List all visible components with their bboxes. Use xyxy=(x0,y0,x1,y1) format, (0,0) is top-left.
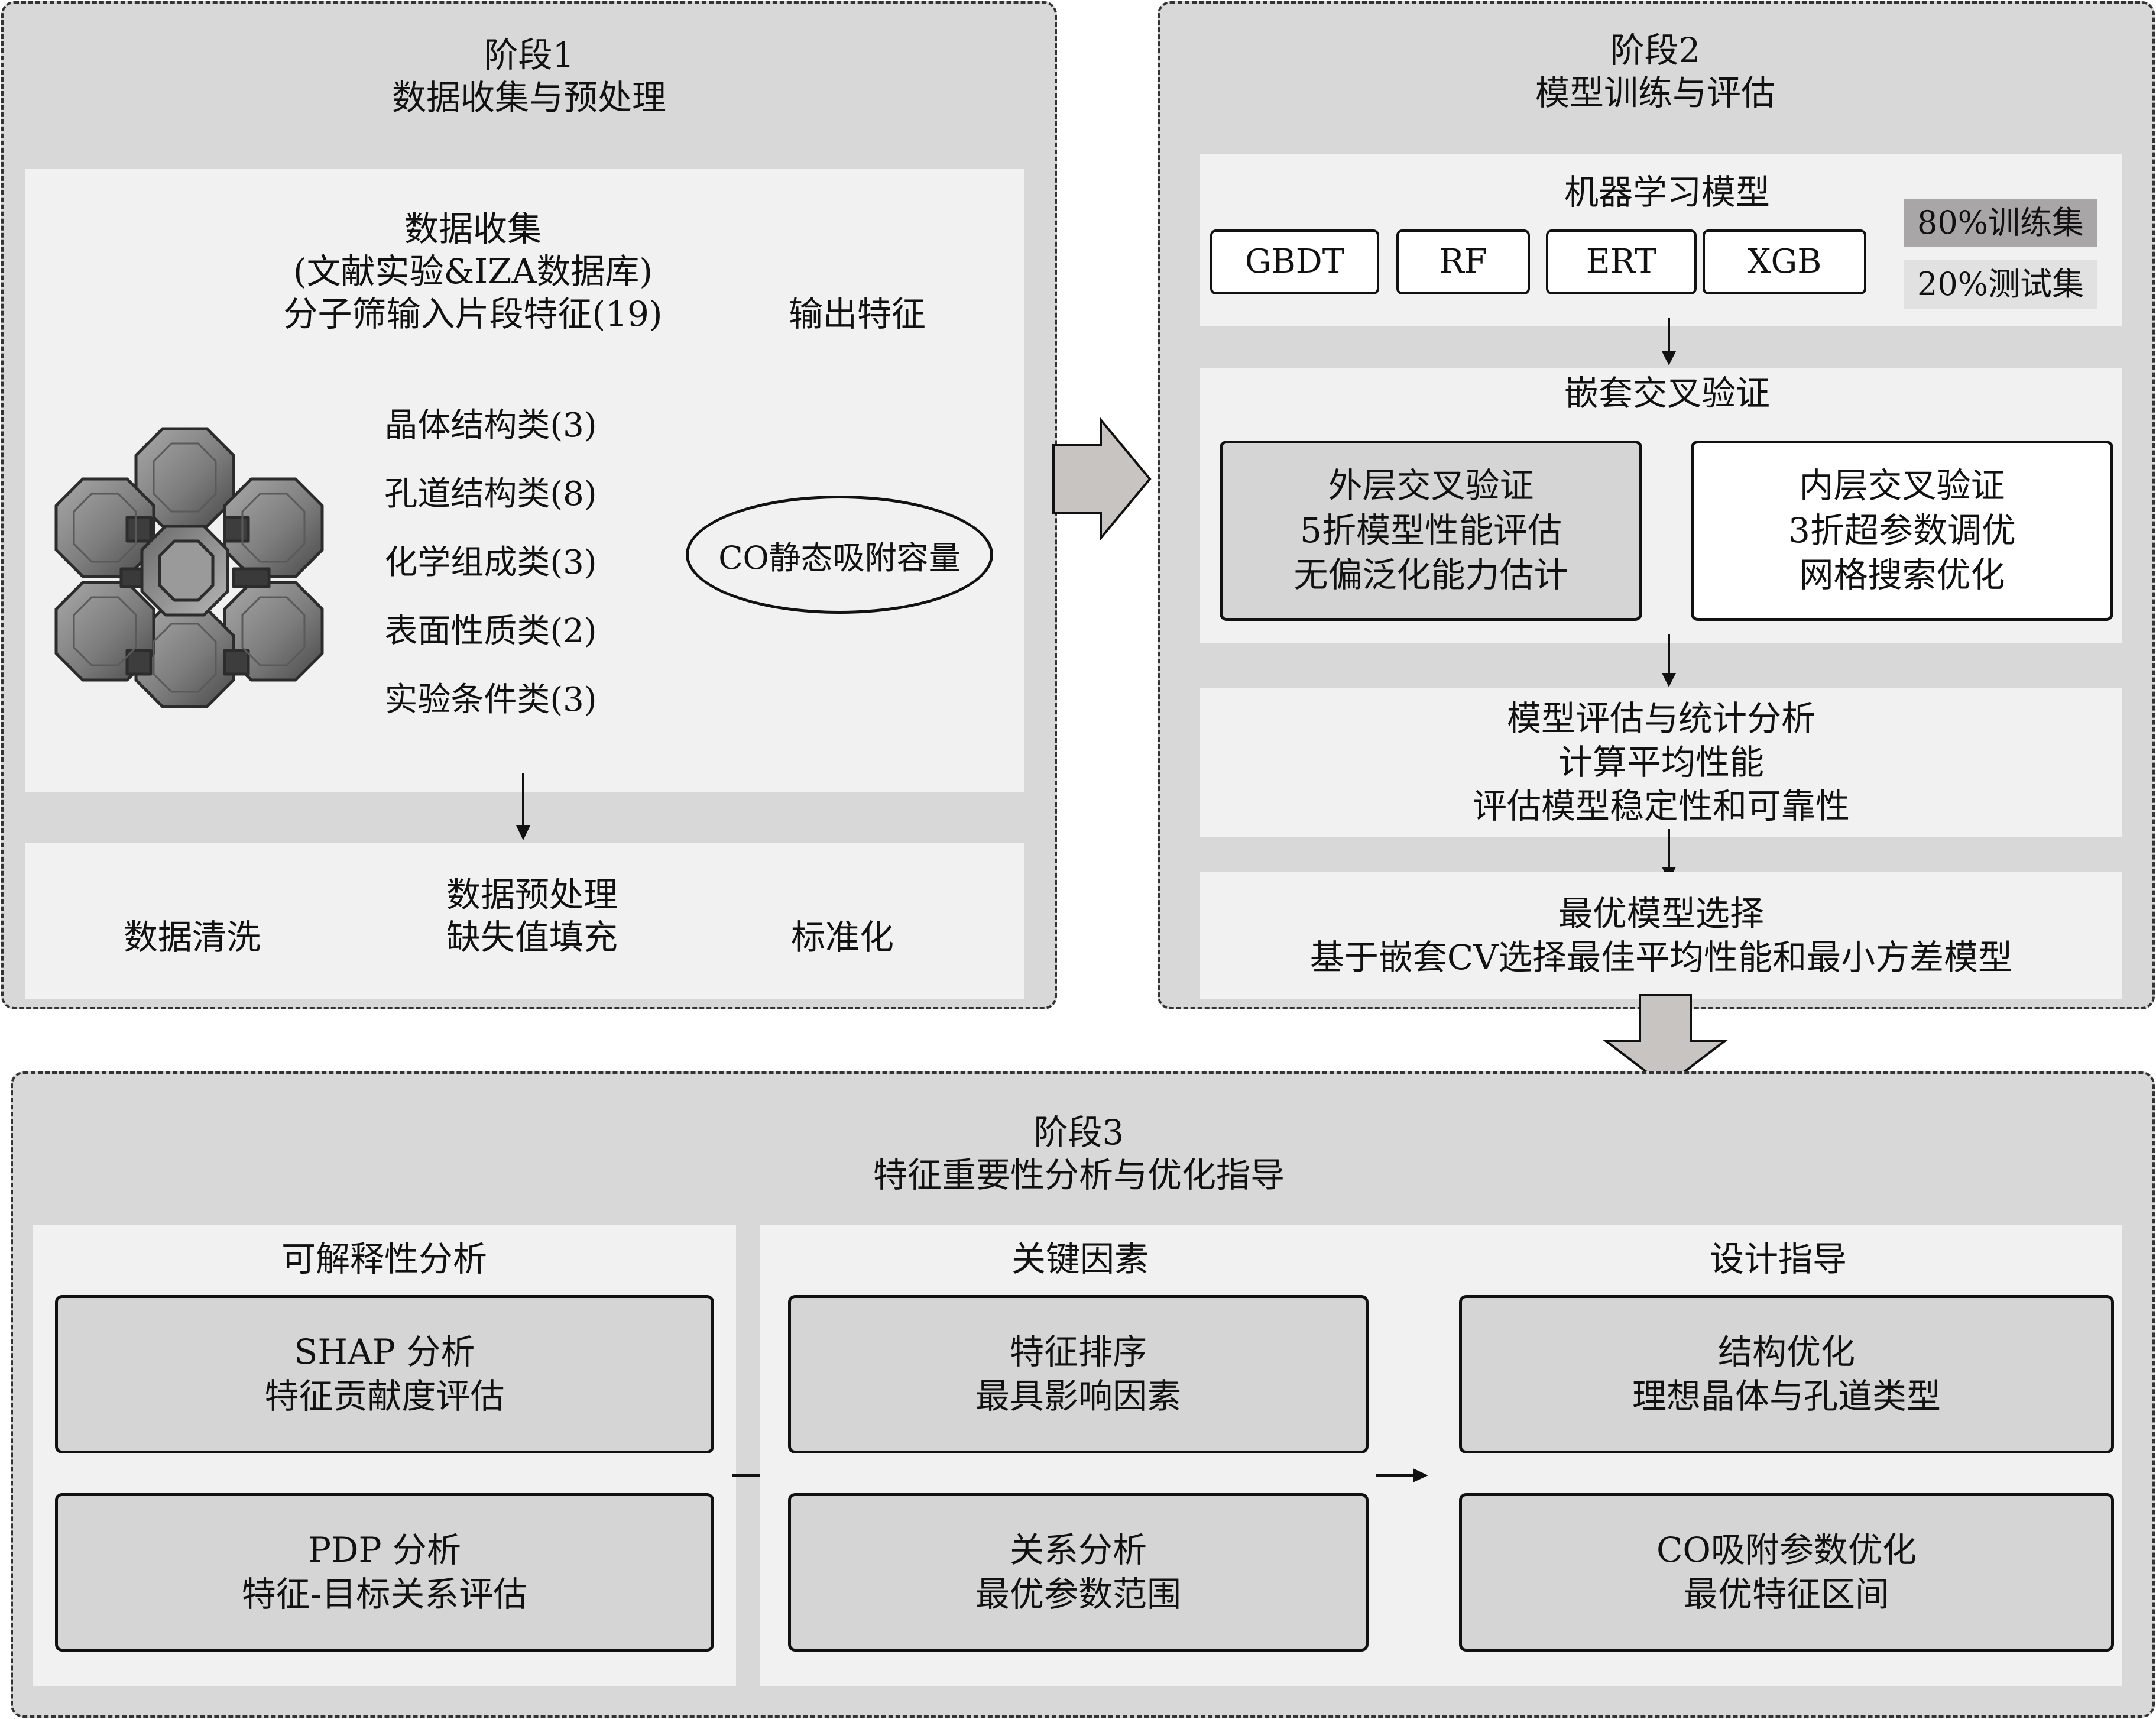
feature-pore-structure: 孔道结构类(8) xyxy=(384,475,597,513)
structure-optimization-line2: 理想晶体与孔道类型 xyxy=(1632,1376,1941,1416)
shap-analysis-line1: SHAP 分析 xyxy=(294,1331,475,1372)
model-selection-panel xyxy=(1200,872,2122,999)
key-factors-title: 关键因素 xyxy=(1011,1239,1149,1279)
feature-chemical-composition: 化学组成类(3) xyxy=(384,543,597,582)
interpretability-title: 可解释性分析 xyxy=(281,1239,487,1279)
model-gbdt[interactable]: GBDT xyxy=(1210,229,1379,294)
inner-cv-line3: 网格搜索优化 xyxy=(1799,555,2005,595)
preprocess-data-cleaning: 数据清洗 xyxy=(123,917,261,957)
shap-analysis-box[interactable]: SHAP 分析 特征贡献度评估 xyxy=(55,1295,714,1453)
arrow-models-to-cv xyxy=(1662,318,1676,365)
pdp-analysis-line2: 特征-目标关系评估 xyxy=(241,1574,528,1614)
feature-ranking-line1: 特征排序 xyxy=(1009,1331,1147,1372)
co-parameter-optimization-line2: 最优特征区间 xyxy=(1683,1574,1889,1614)
model-ert[interactable]: ERT xyxy=(1546,229,1697,294)
ml-models-title: 机器学习模型 xyxy=(1564,172,1770,212)
inner-cv-line2: 3折超参数调优 xyxy=(1788,510,2016,551)
test-split-tag: 20%测试集 xyxy=(1904,260,2097,309)
data-preprocess-panel xyxy=(25,843,1024,999)
model-ert-label: ERT xyxy=(1586,242,1657,281)
model-selection-title: 最优模型选择 xyxy=(1558,894,1764,934)
target-co-adsorption-ellipse: CO静态吸附容量 xyxy=(686,496,993,614)
feature-ranking-line2: 最具影响因素 xyxy=(975,1376,1181,1416)
evaluation-line3: 评估模型稳定性和可靠性 xyxy=(1472,786,1850,826)
feature-crystal-structure: 晶体结构类(3) xyxy=(384,406,597,445)
co-parameter-optimization-line1: CO吸附参数优化 xyxy=(1656,1529,1917,1570)
structure-optimization-line1: 结构优化 xyxy=(1717,1331,1855,1372)
data-preprocess-title: 数据预处理 xyxy=(446,875,618,915)
stage2-title-line1: 阶段2 xyxy=(1610,30,1701,70)
data-collection-source: (文献实验&IZA数据库) xyxy=(293,251,653,292)
nested-cv-title: 嵌套交叉验证 xyxy=(1564,373,1770,413)
relationship-analysis-box[interactable]: 关系分析 最优参数范围 xyxy=(788,1493,1369,1652)
stage3-title-line2: 特征重要性分析与优化指导 xyxy=(873,1155,1285,1195)
arrow-stage1-to-stage2 xyxy=(1052,416,1152,542)
arrow-cv-to-evaluation xyxy=(1662,634,1676,687)
arrow-collection-to-preprocess xyxy=(516,773,530,840)
design-guidance-title: 设计指导 xyxy=(1709,1239,1847,1279)
stage1-title-line1: 阶段1 xyxy=(484,35,575,75)
inner-cv-line1: 内层交叉验证 xyxy=(1799,465,2005,506)
stage3-title-line1: 阶段3 xyxy=(1033,1112,1124,1153)
pdp-analysis-box[interactable]: PDP 分析 特征-目标关系评估 xyxy=(55,1493,714,1652)
outer-cv-line3: 无偏泛化能力估计 xyxy=(1293,555,1568,595)
feature-ranking-box[interactable]: 特征排序 最具影响因素 xyxy=(788,1295,1369,1453)
structure-optimization-box[interactable]: 结构优化 理想晶体与孔道类型 xyxy=(1459,1295,2114,1453)
pdp-analysis-line1: PDP 分析 xyxy=(308,1529,461,1570)
evaluation-title: 模型评估与统计分析 xyxy=(1506,698,1815,739)
outer-cv-box[interactable]: 外层交叉验证 5折模型性能评估 无偏泛化能力估计 xyxy=(1220,441,1642,621)
train-split-tag: 80%训练集 xyxy=(1904,199,2097,247)
relationship-analysis-line2: 最优参数范围 xyxy=(975,1574,1181,1614)
model-rf[interactable]: RF xyxy=(1396,229,1530,294)
stage1-title-line2: 数据收集与预处理 xyxy=(391,77,666,118)
feature-surface-properties: 表面性质类(2) xyxy=(384,612,597,650)
outer-cv-line1: 外层交叉验证 xyxy=(1328,465,1534,506)
co-parameter-optimization-box[interactable]: CO吸附参数优化 最优特征区间 xyxy=(1459,1493,2114,1652)
outer-cv-line2: 5折模型性能评估 xyxy=(1300,510,1562,551)
relationship-analysis-line1: 关系分析 xyxy=(1009,1529,1147,1570)
model-xgb[interactable]: XGB xyxy=(1703,229,1866,294)
preprocess-standardization: 标准化 xyxy=(790,917,894,957)
model-rf-label: RF xyxy=(1439,242,1487,281)
model-gbdt-label: GBDT xyxy=(1244,242,1345,281)
evaluation-line2: 计算平均性能 xyxy=(1558,742,1764,782)
arrow-stage2-to-stage3 xyxy=(1602,994,1729,1088)
zeolite-structure-icon xyxy=(54,427,324,708)
evaluation-panel xyxy=(1200,688,2122,837)
data-collection-title: 数据收集 xyxy=(404,209,542,249)
arrow-col2-to-col3 xyxy=(1376,1468,1428,1482)
stage2-title-line2: 模型训练与评估 xyxy=(1535,73,1775,113)
shap-analysis-line2: 特征贡献度评估 xyxy=(264,1376,505,1416)
model-xgb-label: XGB xyxy=(1747,242,1822,281)
inner-cv-box[interactable]: 内层交叉验证 3折超参数调优 网格搜索优化 xyxy=(1691,441,2113,621)
input-features-label: 分子筛输入片段特征(19) xyxy=(283,294,663,334)
preprocess-missing-value-fill: 缺失值填充 xyxy=(446,917,618,957)
output-features-label: 输出特征 xyxy=(788,294,926,334)
model-selection-detail: 基于嵌套CV选择最佳平均性能和最小方差模型 xyxy=(1309,937,2013,977)
feature-experimental-conditions: 实验条件类(3) xyxy=(384,681,597,719)
